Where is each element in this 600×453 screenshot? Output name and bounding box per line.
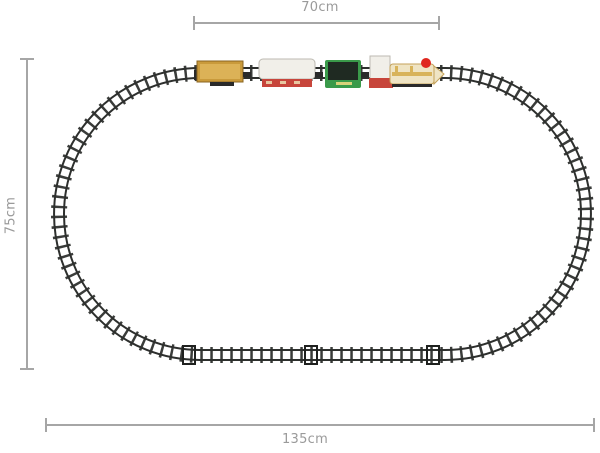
lamp-icon: [421, 58, 431, 68]
height-dimension-cap-bottom: [20, 368, 34, 370]
length-dimension-cap-left: [45, 418, 47, 432]
track-inner-rail: [63, 77, 582, 351]
length-dimension-line: [45, 424, 595, 426]
width-dimension-cap-left: [193, 16, 195, 30]
width-dimension-label: 70cm: [301, 0, 339, 15]
coal-tender: [325, 60, 369, 88]
train: [194, 55, 445, 88]
track-joiner: [182, 345, 196, 365]
ore-hopper-car: [194, 60, 251, 86]
passenger-coach: [258, 58, 323, 87]
width-dimension-line: [193, 22, 439, 24]
track-joiner: [304, 345, 318, 365]
track-outer-rail: [53, 67, 592, 361]
length-dimension-label: 135cm: [281, 432, 329, 447]
track-ties: [51, 65, 594, 363]
track-joiner: [426, 345, 440, 365]
height-dimension-line: [26, 58, 28, 370]
width-dimension-cap-right: [438, 16, 440, 30]
steam-locomotive: [369, 55, 445, 88]
length-dimension-cap-right: [593, 418, 595, 432]
height-dimension-cap-top: [20, 58, 34, 60]
